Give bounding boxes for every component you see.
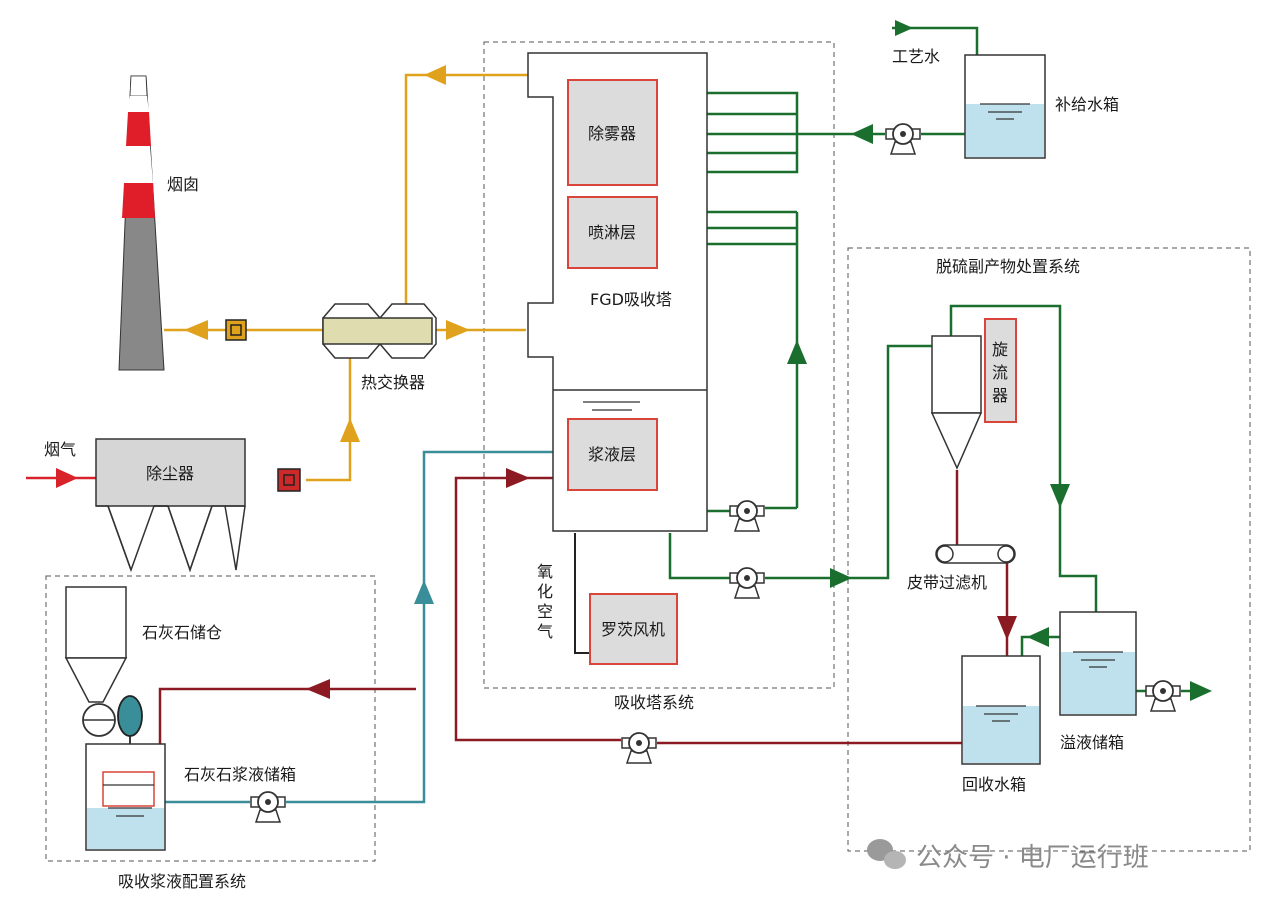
pump-spray-recirculation bbox=[729, 500, 765, 532]
arrow-to-tower bbox=[446, 320, 470, 340]
arrow-filter-to-recovery bbox=[997, 616, 1017, 640]
oxidation-air-char-1: 氧 bbox=[537, 562, 553, 581]
limestone-silo bbox=[64, 586, 128, 703]
spray-layer-label: 喷淋层 bbox=[588, 223, 636, 242]
byproduct-system-boundary bbox=[847, 247, 1251, 852]
chimney-label: 烟囱 bbox=[167, 175, 199, 194]
rotary-feeder-icon bbox=[82, 703, 116, 737]
pump-recovery bbox=[621, 732, 657, 764]
arrow-slurry-return bbox=[306, 679, 330, 699]
damper-chimney bbox=[225, 319, 247, 341]
oxidation-air-char-3: 空 bbox=[537, 602, 553, 621]
cyclone-char-2: 流 bbox=[992, 363, 1008, 382]
slurry-prep-system-boundary bbox=[45, 575, 376, 862]
arrow-overflow-to-recovery bbox=[1027, 627, 1049, 647]
watermark: 公众号 · 电厂运行班 bbox=[867, 839, 1149, 873]
roots-blower-label: 罗茨风机 bbox=[601, 620, 665, 639]
makeup-water-tank bbox=[964, 54, 1046, 159]
demister-label: 除雾器 bbox=[588, 124, 636, 143]
pump-makeup-water bbox=[885, 123, 921, 155]
tower-label: FGD吸收塔 bbox=[590, 290, 672, 309]
cyclone-label-box bbox=[984, 318, 1017, 423]
arrow-flue-gas-inlet bbox=[56, 468, 78, 488]
oxidation-air-char-2: 化 bbox=[537, 582, 553, 601]
arrow-slurry-to-tower bbox=[506, 468, 530, 488]
recovery-water-tank bbox=[961, 655, 1041, 765]
pump-overflow bbox=[1145, 680, 1181, 712]
arrow-spray-up bbox=[787, 340, 807, 364]
dust-collector-label: 除尘器 bbox=[146, 464, 194, 483]
arrow-makeup-water bbox=[851, 124, 873, 144]
flue-gas-label: 烟气 bbox=[44, 440, 76, 459]
watermark-text: 公众号 · 电厂运行班 bbox=[916, 843, 1149, 873]
heat-exchanger bbox=[322, 303, 437, 359]
flue-gas-arrows bbox=[184, 65, 470, 442]
overflow-tank bbox=[1059, 611, 1137, 716]
flue-gas-lines bbox=[164, 73, 528, 482]
arrow-feed-up bbox=[414, 580, 434, 604]
damper-inlet bbox=[277, 468, 301, 492]
arrow-clean-gas bbox=[424, 65, 446, 85]
pumps bbox=[250, 123, 1181, 823]
limestone-slurry-tank bbox=[85, 743, 166, 851]
process-water-label: 工艺水 bbox=[892, 47, 940, 66]
absorber-system-boundary bbox=[483, 41, 835, 689]
limestone-slurry-tank-label: 石灰石浆液储箱 bbox=[184, 765, 296, 784]
pump-bleed bbox=[729, 567, 765, 599]
arrow-to-hx bbox=[340, 418, 360, 442]
water-arrows bbox=[787, 20, 1212, 701]
arrow-to-cyclone bbox=[830, 568, 852, 588]
arrow-process-water bbox=[895, 20, 913, 36]
slurry-layer-box bbox=[567, 418, 658, 491]
slurry-prep-system-label: 吸收浆液配置系统 bbox=[118, 872, 246, 891]
dust-collector bbox=[95, 438, 246, 573]
oxidation-air-char-4: 气 bbox=[537, 622, 553, 641]
chimney bbox=[118, 75, 165, 371]
arrow-overflow-out bbox=[1190, 681, 1212, 701]
recovery-tank-label: 回收水箱 bbox=[962, 775, 1026, 794]
demister-box bbox=[567, 79, 658, 186]
cyclone-char-3: 器 bbox=[992, 386, 1008, 405]
oxidation-air-line bbox=[574, 533, 590, 654]
cyclone bbox=[930, 335, 983, 470]
absorber-system-label: 吸收塔系统 bbox=[614, 693, 694, 712]
spray-layer-box bbox=[567, 196, 658, 269]
cyclone-char-1: 旋 bbox=[992, 340, 1008, 359]
arrow-overflow-down bbox=[1050, 484, 1070, 508]
heat-exchanger-label: 热交换器 bbox=[361, 373, 425, 392]
arrow-to-chimney bbox=[184, 320, 208, 340]
limestone-silo-label: 石灰石储仓 bbox=[142, 623, 222, 642]
overflow-tank-label: 溢液储箱 bbox=[1060, 733, 1124, 752]
wechat-icon bbox=[867, 839, 906, 869]
slurry-layer-label: 浆液层 bbox=[588, 445, 636, 464]
byproduct-system-label: 脱硫副产物处置系统 bbox=[936, 257, 1080, 276]
slurry-arrows bbox=[306, 468, 1017, 699]
pump-limestone-feed bbox=[250, 791, 286, 823]
belt-filter-label: 皮带过滤机 bbox=[907, 573, 987, 592]
belt-filter bbox=[935, 544, 1016, 564]
makeup-tank-label: 补给水箱 bbox=[1055, 95, 1119, 114]
roots-blower-box bbox=[589, 593, 678, 665]
